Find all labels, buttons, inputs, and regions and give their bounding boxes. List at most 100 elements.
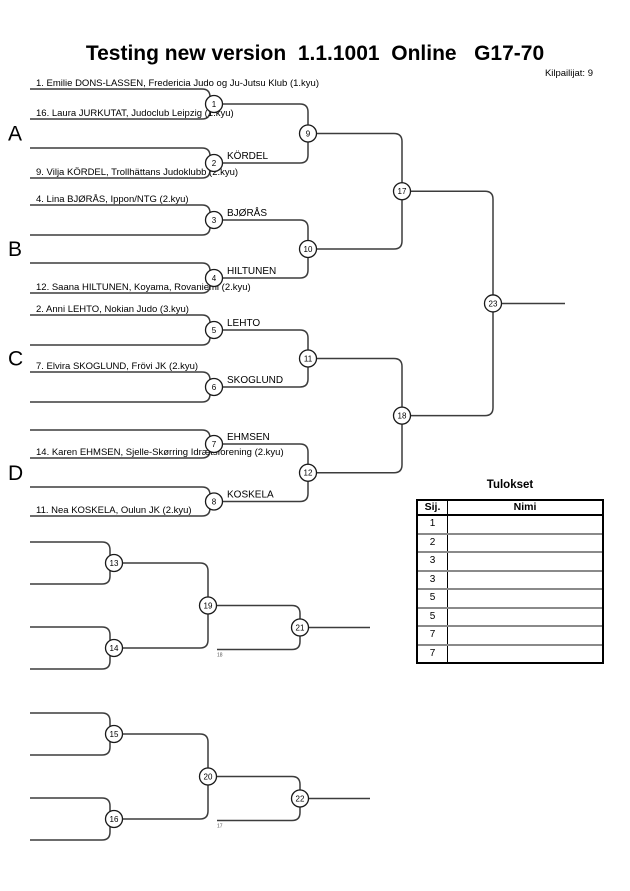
match-circle-9 bbox=[298, 124, 318, 143]
match-circle-17 bbox=[392, 182, 412, 201]
repechage-source-label: 18 bbox=[217, 653, 223, 659]
bracket-line bbox=[222, 443, 309, 473]
match-number-22: 22 bbox=[296, 794, 305, 803]
group-label: C bbox=[8, 348, 23, 371]
bracket-line bbox=[30, 541, 111, 563]
bracket-line bbox=[30, 88, 211, 104]
match-number-7: 7 bbox=[212, 440, 217, 449]
match-number-9: 9 bbox=[306, 129, 311, 138]
match-number-6: 6 bbox=[212, 383, 217, 392]
result-name bbox=[448, 535, 602, 552]
match-winner-label: KOSKELA bbox=[227, 490, 274, 501]
bracket-line bbox=[122, 776, 209, 820]
results-row: 3 bbox=[418, 551, 602, 570]
result-position: 7 bbox=[418, 627, 448, 644]
result-name bbox=[448, 646, 602, 663]
match-circle-13 bbox=[104, 553, 124, 573]
results-row: 5 bbox=[418, 588, 602, 607]
match-number-12: 12 bbox=[304, 469, 313, 478]
bracket-line bbox=[122, 733, 209, 777]
player-slot-text: 9. Vilja KÖRDEL, Trollhättans Judoklubb … bbox=[36, 167, 238, 178]
match-circle-14 bbox=[104, 638, 124, 658]
match-number-17: 17 bbox=[398, 187, 407, 196]
player-slot-text: 12. Saana HILTUNEN, Koyama, Rovaniemi (2… bbox=[36, 282, 251, 293]
bracket-line bbox=[222, 219, 309, 249]
bracket-line bbox=[222, 133, 309, 164]
page-title: Testing new version 1.1.1001 Online G17-… bbox=[85, 42, 545, 65]
results-col-name: Nimi bbox=[513, 501, 537, 513]
player-slot-text: 11. Nea KOSKELA, Oulun JK (2.kyu) bbox=[36, 505, 192, 516]
bracket-line bbox=[30, 712, 111, 734]
match-number-11: 11 bbox=[304, 354, 313, 363]
match-circle-15 bbox=[104, 724, 124, 744]
result-name bbox=[448, 609, 602, 626]
bracket-line bbox=[30, 387, 211, 403]
bracket-line bbox=[410, 190, 494, 304]
result-position: 7 bbox=[418, 645, 448, 662]
bracket-line bbox=[30, 819, 111, 841]
bracket-line bbox=[122, 562, 209, 606]
participants-count: Kilpailijat: 9 bbox=[544, 68, 593, 79]
bracket-line bbox=[30, 626, 111, 648]
match-circle-12 bbox=[298, 463, 318, 482]
match-number-15: 15 bbox=[110, 730, 119, 739]
bracket-line bbox=[30, 330, 211, 346]
player-slot-text: 1. Emilie DONS-LASSEN, Fredericia Judo o… bbox=[36, 78, 319, 89]
repechage-source-label: 17 bbox=[217, 824, 223, 830]
bracket-line bbox=[222, 103, 309, 134]
bracket-line bbox=[216, 604, 301, 628]
results-row: 7 bbox=[418, 643, 602, 663]
match-circle-6 bbox=[204, 377, 224, 397]
match-circle-21 bbox=[290, 618, 310, 637]
bracket-line bbox=[316, 415, 403, 474]
match-circle-2 bbox=[204, 153, 224, 173]
match-circle-5 bbox=[204, 320, 224, 340]
result-position: 3 bbox=[418, 571, 448, 588]
match-winner-label: SKOGLUND bbox=[227, 375, 283, 386]
match-number-10: 10 bbox=[304, 245, 313, 254]
result-position: 5 bbox=[418, 608, 448, 625]
bracket-line bbox=[30, 734, 111, 756]
match-number-21: 21 bbox=[296, 623, 305, 632]
result-position: 2 bbox=[418, 534, 448, 551]
match-number-13: 13 bbox=[110, 559, 119, 568]
match-number-8: 8 bbox=[212, 497, 217, 506]
bracket-line bbox=[222, 472, 309, 503]
match-circle-20 bbox=[198, 767, 218, 786]
bracket-line bbox=[30, 220, 211, 236]
bracket-line bbox=[316, 132, 403, 192]
bracket-line bbox=[410, 303, 494, 417]
match-circle-23 bbox=[483, 294, 503, 313]
bracket-line bbox=[30, 563, 111, 585]
results-row: 2 bbox=[418, 532, 602, 552]
result-name bbox=[448, 572, 602, 589]
group-label: B bbox=[8, 238, 22, 261]
group-label: D bbox=[8, 462, 23, 485]
match-number-1: 1 bbox=[212, 100, 217, 109]
match-circle-10 bbox=[298, 239, 318, 259]
results-row: 7 bbox=[418, 625, 602, 644]
bracket-line bbox=[316, 191, 403, 250]
result-position: 1 bbox=[418, 516, 448, 533]
results-table-title: Tulokset bbox=[486, 479, 534, 491]
bracket-line bbox=[222, 249, 309, 279]
results-table-header: Sij. Nimi bbox=[418, 501, 602, 516]
match-winner-label: LEHTO bbox=[227, 318, 260, 329]
match-number-18: 18 bbox=[398, 412, 407, 421]
match-circle-22 bbox=[290, 789, 310, 808]
bracket-line bbox=[30, 314, 211, 330]
match-circle-7 bbox=[204, 434, 224, 454]
match-circle-3 bbox=[204, 210, 224, 230]
bracket-line bbox=[30, 147, 211, 163]
match-number-2: 2 bbox=[212, 159, 217, 168]
results-row: 1 bbox=[418, 516, 602, 533]
result-name bbox=[448, 553, 602, 570]
bracket-line bbox=[30, 486, 211, 502]
match-number-3: 3 bbox=[212, 216, 217, 225]
bracket-line bbox=[30, 429, 211, 444]
bracket-line bbox=[216, 775, 301, 799]
bracket-line bbox=[122, 605, 209, 649]
